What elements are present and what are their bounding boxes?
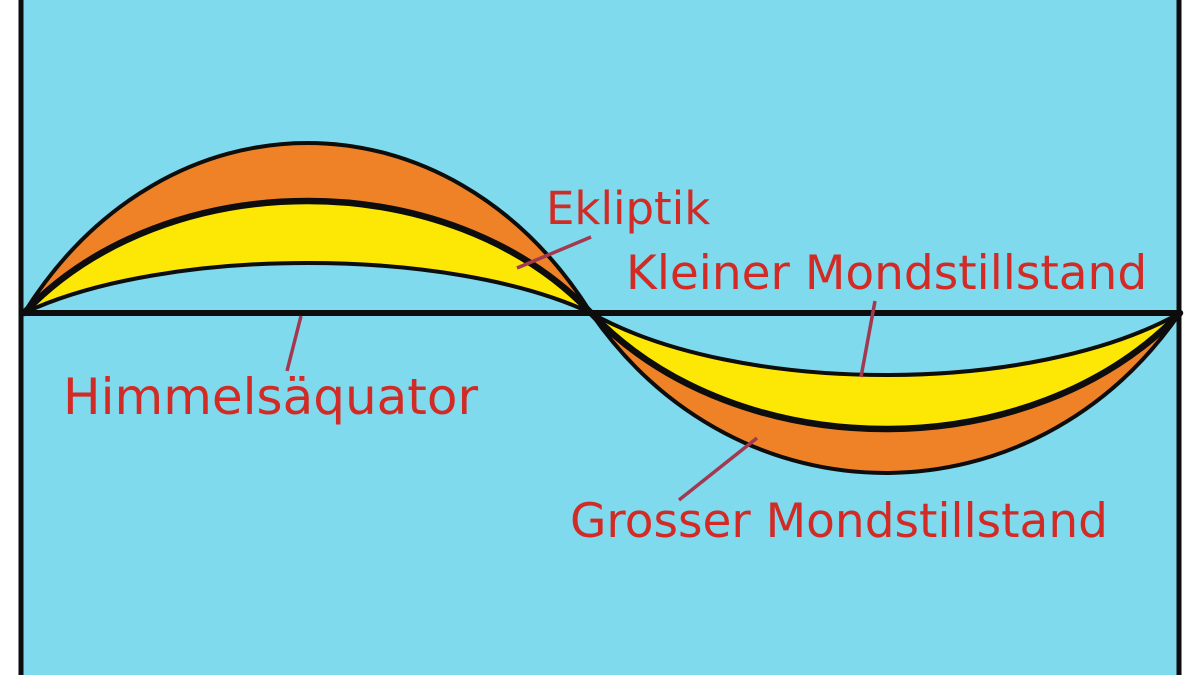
yellow-band-lower <box>591 313 1180 430</box>
yellow-band-upper <box>24 201 591 313</box>
orange-band-lower <box>591 313 1180 473</box>
grosser-mondstillstand-curve-lower <box>589 311 1182 475</box>
pointer-line-kleiner-mondstillstand <box>859 300 877 378</box>
orange-band-upper <box>24 142 591 313</box>
pointer-line-grosser-mondstillstand <box>677 436 759 502</box>
grosser-mondstillstand-label: Grosser Mondstillstand <box>570 494 1108 549</box>
pointer-line-himmelsaequator <box>285 315 303 372</box>
kleiner-mondstillstand-curve-lower <box>589 311 1182 378</box>
ekliptik-label: Ekliptik <box>546 182 711 235</box>
kleiner-mondstillstand-curve-upper <box>22 261 593 315</box>
grosser-mondstillstand-curve-upper <box>22 141 593 315</box>
himmelsaequator-label: Himmelsäquator <box>63 368 479 426</box>
sky-background <box>19 0 1181 675</box>
pointer-line-ekliptik <box>516 235 592 270</box>
kleiner-mondstillstand-label: Kleiner Mondstillstand <box>626 246 1148 301</box>
